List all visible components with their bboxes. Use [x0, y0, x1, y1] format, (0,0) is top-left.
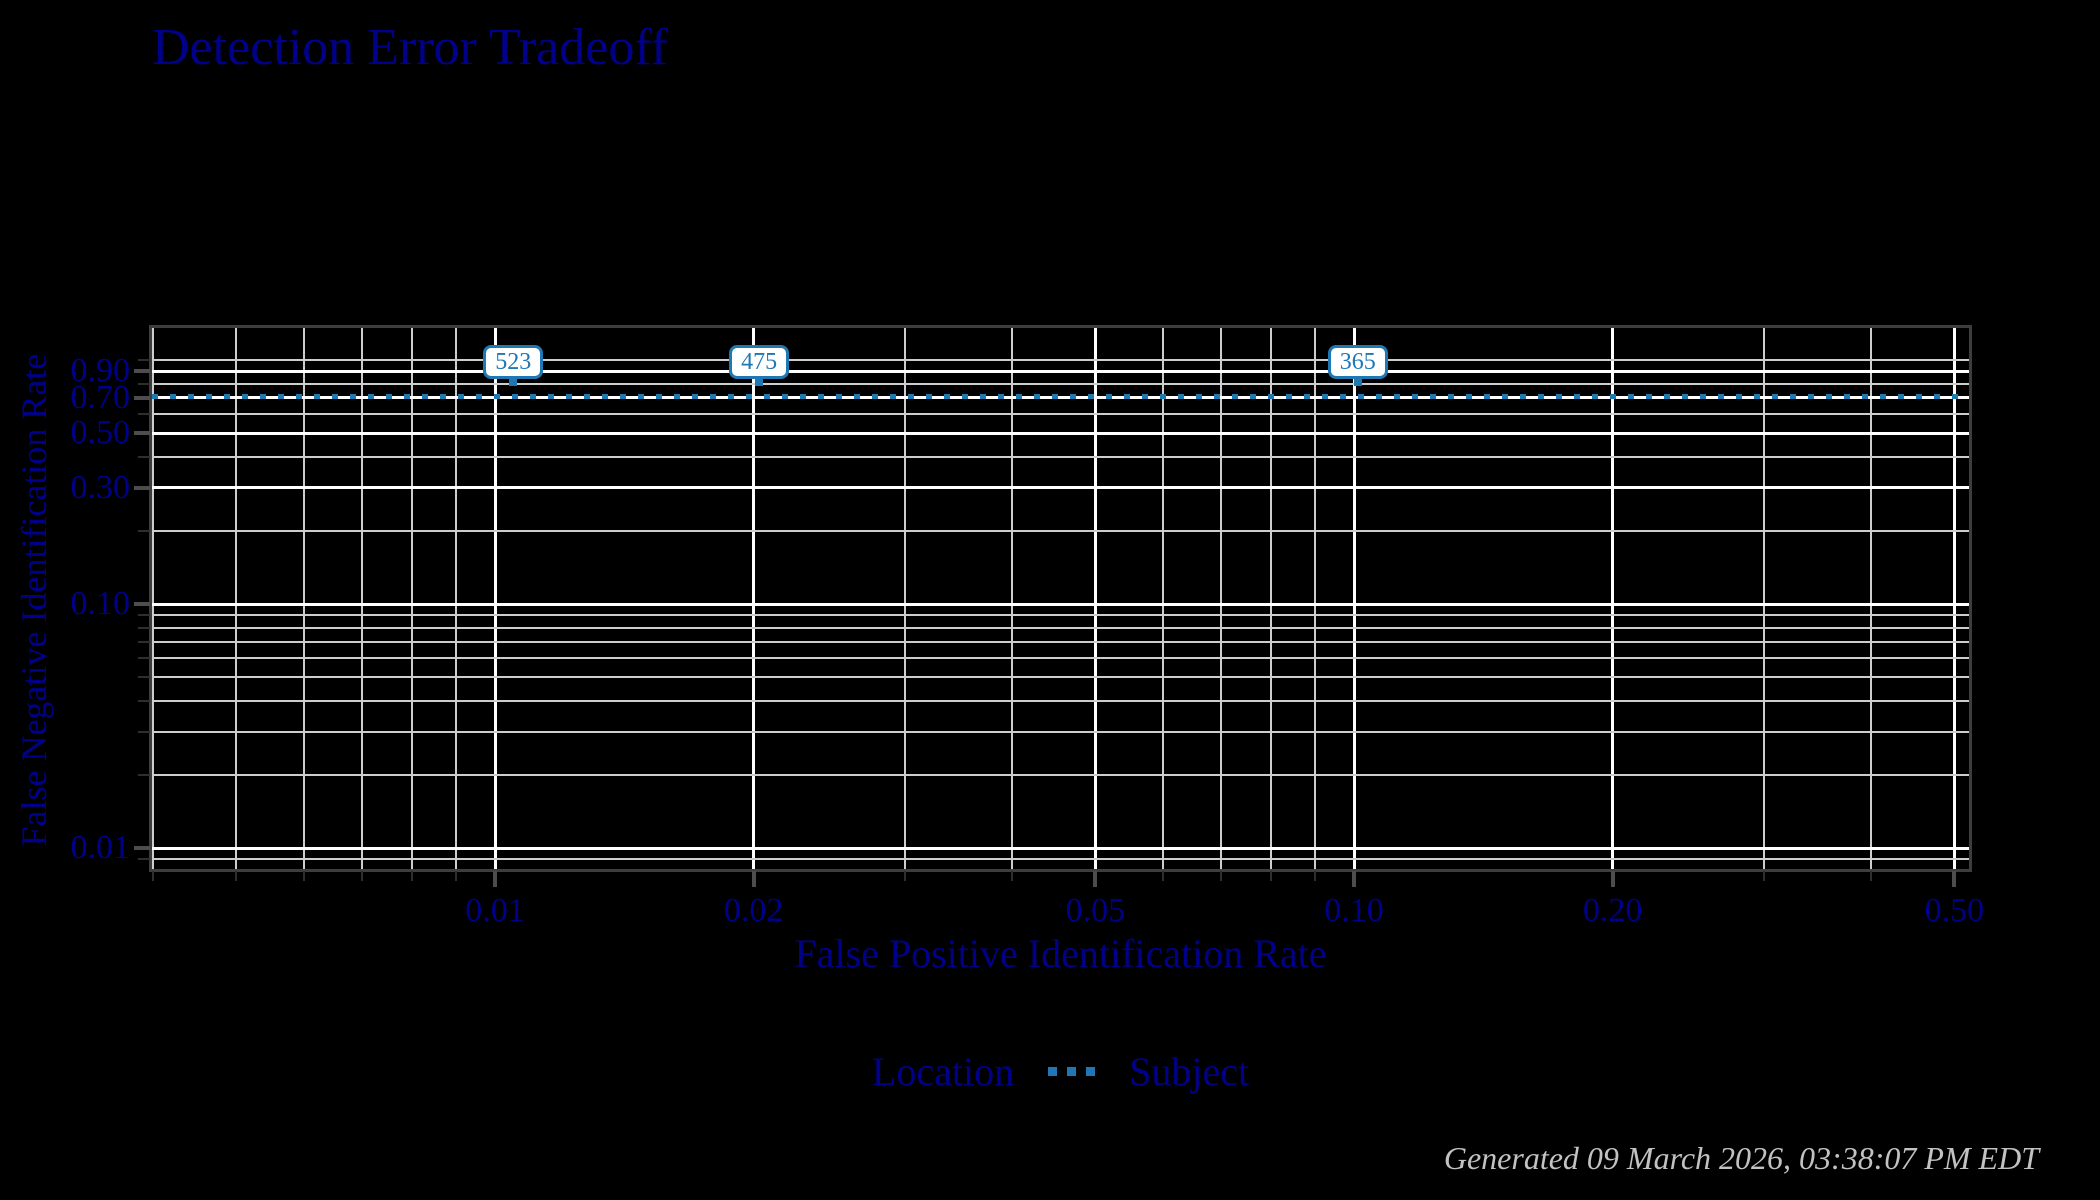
y-minor-gridline [152, 413, 1969, 416]
annotation-tail [509, 378, 518, 386]
x-minor-gridline [152, 328, 155, 869]
x-axis-minor-tick [1011, 871, 1014, 881]
y-minor-gridline [152, 626, 1969, 629]
x-axis-tick [1093, 871, 1098, 887]
x-axis-minor-tick [303, 871, 306, 881]
x-minor-gridline [454, 328, 457, 869]
x-minor-gridline [303, 328, 306, 869]
generated-timestamp: Generated 09 March 2026, 03:38:07 PM EDT [1443, 1140, 2039, 1176]
y-major-gridline [152, 486, 1969, 490]
y-minor-gridline [152, 700, 1969, 703]
x-tick-label: 0.50 [1924, 892, 1985, 929]
annotation-tail [755, 378, 764, 386]
dotted-line-symbol [1048, 1067, 1096, 1076]
x-axis-minor-tick [360, 871, 363, 881]
x-axis-minor-tick [1162, 871, 1165, 881]
x-axis-minor-tick [410, 871, 413, 881]
x-major-gridline [1611, 328, 1615, 869]
annotation-label: 475 [729, 345, 790, 379]
x-major-gridline [1352, 328, 1356, 869]
y-axis-tick [134, 431, 150, 436]
y-minor-gridline [152, 456, 1969, 459]
x-minor-gridline [903, 328, 906, 869]
legend-item-subject[interactable]: Subject [1048, 1048, 1249, 1095]
y-axis-tick [134, 485, 150, 490]
x-minor-gridline [1219, 328, 1222, 869]
legend-dot [1086, 1067, 1096, 1076]
x-axis-minor-tick [152, 871, 155, 881]
x-axis-title: False Positive Identification Rate [794, 931, 1327, 976]
x-minor-gridline [1870, 328, 1873, 869]
x-major-gridline [493, 328, 497, 869]
x-tick-label: 0.05 [1065, 892, 1126, 929]
y-major-gridline [152, 846, 1969, 850]
y-minor-gridline [152, 773, 1969, 776]
y-axis-tick [134, 369, 150, 374]
x-axis-minor-tick [454, 871, 457, 881]
y-minor-gridline [152, 858, 1969, 861]
x-tick-label: 0.20 [1582, 892, 1643, 929]
x-axis-tick [1952, 871, 1957, 887]
legend-dot [1067, 1067, 1077, 1076]
y-major-gridline [152, 369, 1969, 373]
legend-label: Subject [1129, 1049, 1250, 1094]
y-axis-tick [134, 846, 150, 850]
x-tick-label: 0.02 [723, 892, 784, 929]
x-axis-minor-tick [235, 871, 238, 881]
x-axis-minor-tick [1870, 871, 1873, 881]
x-major-gridline [752, 328, 756, 869]
y-minor-gridline [152, 730, 1969, 733]
x-axis-tick [1610, 871, 1615, 887]
chart-title: Detection Error Tradeoff [152, 19, 669, 76]
y-major-gridline [152, 431, 1969, 435]
x-minor-gridline [1762, 328, 1765, 869]
y-minor-gridline [152, 382, 1969, 385]
annotation-label: 365 [1327, 345, 1388, 379]
x-minor-gridline [1162, 328, 1165, 869]
y-minor-gridline [152, 657, 1969, 660]
x-axis-tick [1352, 871, 1356, 887]
legend-label: Location [871, 1049, 1015, 1094]
y-minor-gridline [152, 614, 1969, 617]
x-minor-gridline [1313, 328, 1316, 869]
legend: Location Subject [152, 1048, 1969, 1095]
y-axis-tick [134, 395, 150, 400]
x-minor-gridline [1269, 328, 1272, 869]
subject-det-line [152, 393, 1969, 399]
annotation-tail [1353, 378, 1362, 386]
x-tick-label: 0.01 [465, 892, 525, 929]
legend-item-location[interactable]: Location [872, 1048, 1014, 1095]
gridlines-layer [152, 328, 1969, 869]
legend-dot [1048, 1067, 1058, 1076]
x-minor-gridline [360, 328, 363, 869]
y-major-gridline [152, 602, 1969, 606]
x-major-gridline [1952, 328, 1956, 869]
x-axis-minor-tick [1219, 871, 1222, 881]
y-minor-gridline [152, 529, 1969, 532]
x-axis-tick [751, 871, 756, 887]
annotation-label: 523 [483, 345, 544, 379]
x-tick-label: 0.10 [1324, 892, 1384, 929]
x-minor-gridline [1011, 328, 1014, 869]
x-axis-minor-tick [1313, 871, 1316, 881]
y-minor-gridline [152, 676, 1969, 679]
x-minor-gridline [410, 328, 413, 869]
x-axis-minor-tick [1269, 871, 1272, 881]
x-axis-tick [493, 871, 497, 887]
y-minor-gridline [152, 640, 1969, 643]
y-minor-gridline [152, 359, 1969, 361]
x-axis-minor-tick [1762, 871, 1765, 881]
plot-area: 523 475 365 [149, 325, 1972, 872]
annotations-layer: 523 475 365 [152, 328, 1969, 869]
x-minor-gridline [235, 328, 238, 869]
x-major-gridline [1093, 328, 1097, 869]
x-axis-minor-tick [903, 871, 906, 881]
y-axis-title: False Negative Identification Rate [14, 353, 54, 847]
y-axis-tick [134, 602, 150, 606]
